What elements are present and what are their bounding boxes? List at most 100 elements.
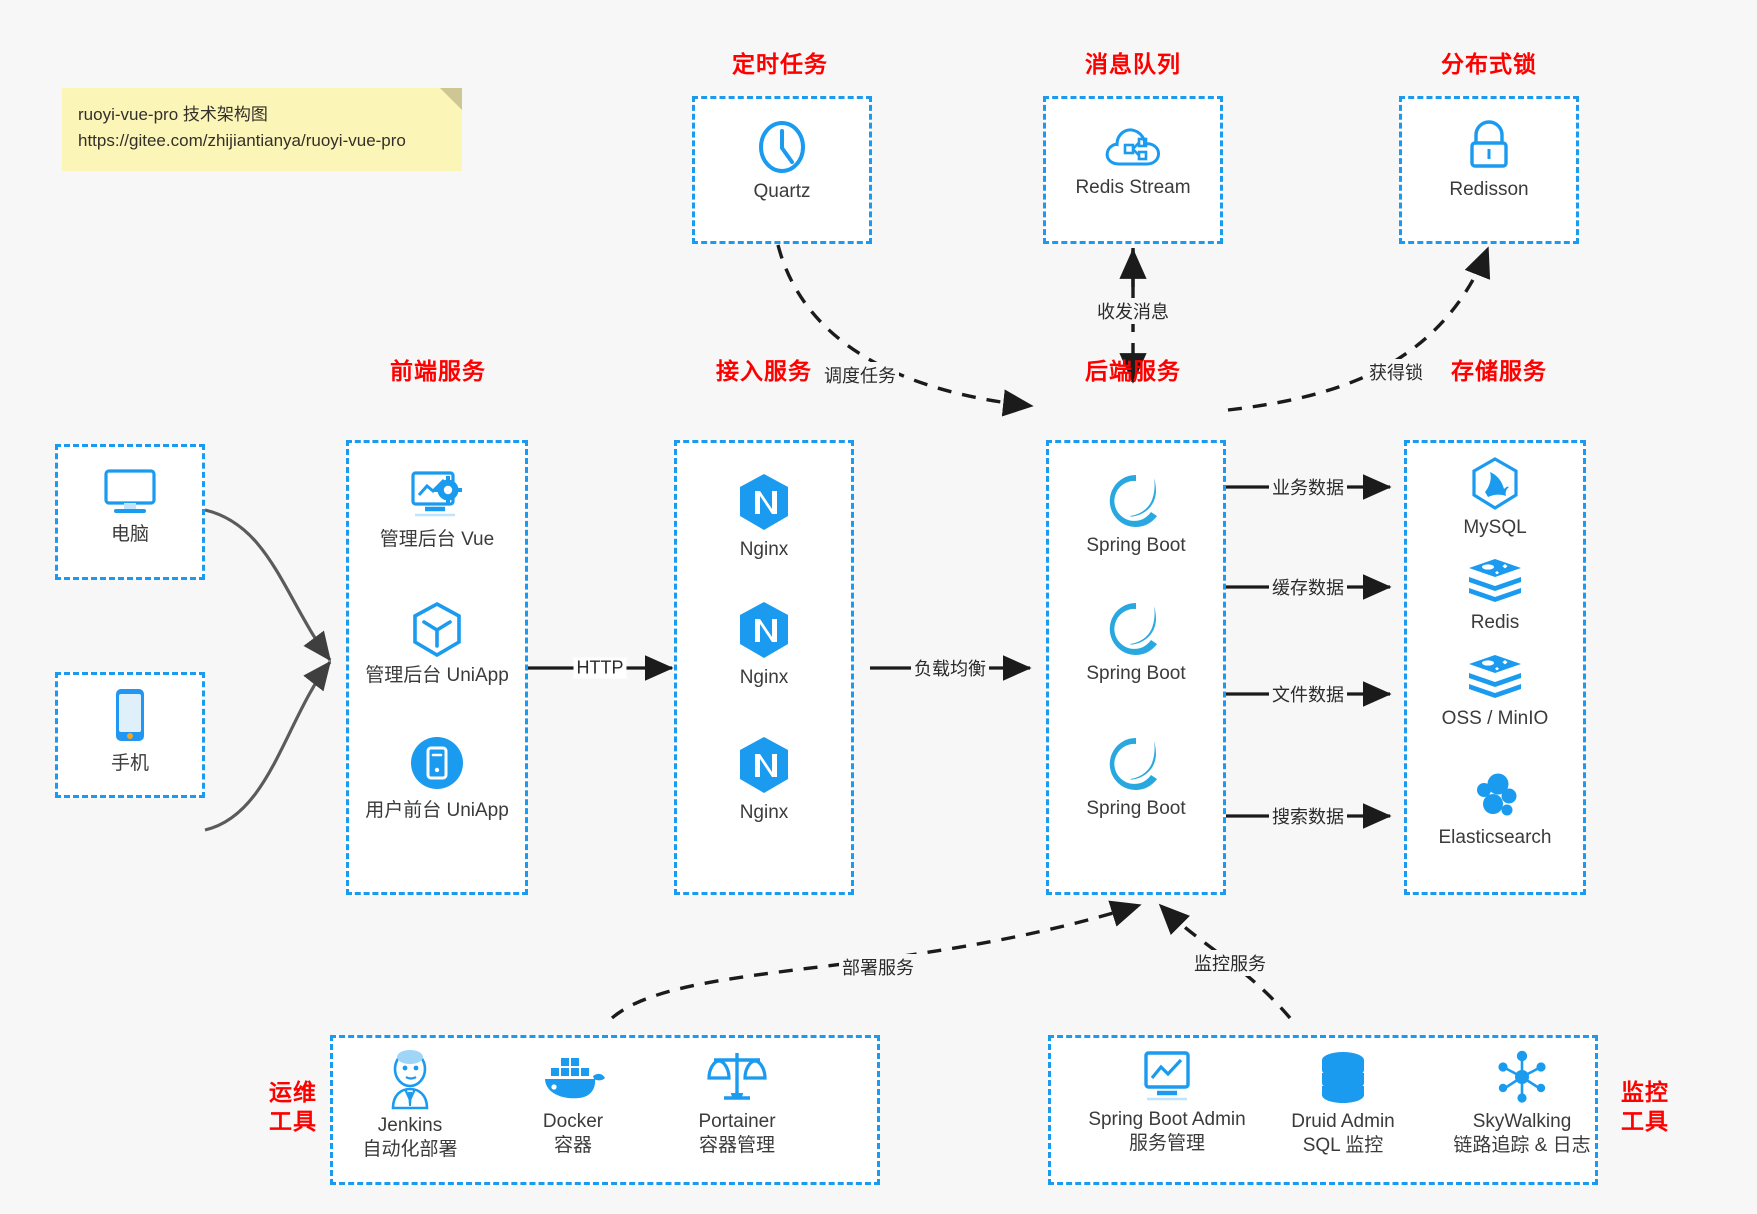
node-spring-boot-2[interactable]: Spring Boot xyxy=(1061,600,1211,686)
node-label: Jenkins xyxy=(377,1115,443,1136)
node-redis[interactable]: Redis xyxy=(1420,555,1570,635)
lock-icon xyxy=(1470,120,1508,168)
node-label: Spring Boot xyxy=(1086,535,1186,556)
group-title-devops: 运维 工具 xyxy=(258,1078,328,1136)
node-nginx-2[interactable]: Nginx xyxy=(689,600,839,690)
node-jenkins[interactable]: Jenkins 自动化部署 xyxy=(335,1048,485,1163)
node-spring-boot-1[interactable]: Spring Boot xyxy=(1061,472,1211,558)
jenkins-butler-icon xyxy=(391,1050,429,1110)
monitor-chart-icon xyxy=(1144,1051,1190,1101)
node-user-uniapp[interactable]: 用户前台 UniApp xyxy=(362,735,512,823)
group-title-devops-line2: 工具 xyxy=(269,1107,317,1134)
nginx-icon xyxy=(740,474,788,530)
node-nginx-3[interactable]: Nginx xyxy=(689,735,839,825)
node-label: Redisson xyxy=(1449,179,1529,200)
group-title-mq: 消息队列 xyxy=(1085,51,1181,77)
edge-label-file-data: 文件数据 xyxy=(1269,681,1347,707)
spring-leaf-icon xyxy=(1109,474,1157,527)
note-line-url: https://gitee.com/zhijiantianya/ruoyi-vu… xyxy=(78,131,406,151)
group-monitoring xyxy=(1048,1035,1598,1185)
node-redisson[interactable]: Redisson xyxy=(1414,118,1564,202)
node-sublabel: SQL 监控 xyxy=(1302,1135,1384,1157)
group-mq xyxy=(1043,96,1223,244)
spring-leaf-icon xyxy=(1109,737,1157,790)
node-redis-stream[interactable]: Redis Stream xyxy=(1058,120,1208,200)
edge-label-send-receive-message: 收发消息 xyxy=(1094,298,1172,324)
group-title-backend: 后端服务 xyxy=(1085,358,1181,384)
redis-stack-icon xyxy=(1469,655,1521,698)
group-scheduler xyxy=(692,96,872,244)
elasticsearch-icon xyxy=(1477,773,1517,816)
node-skywalking[interactable]: SkyWalking 链路追踪 & 日志 xyxy=(1432,1048,1612,1159)
node-label: Druid Admin xyxy=(1291,1111,1395,1132)
node-label: Redis Stream xyxy=(1075,177,1191,198)
monitor-icon xyxy=(104,469,156,513)
node-label: Nginx xyxy=(739,802,789,823)
node-label: MySQL xyxy=(1463,517,1527,538)
node-mysql[interactable]: MySQL xyxy=(1420,456,1570,540)
node-label: Nginx xyxy=(739,667,789,688)
nginx-icon xyxy=(740,602,788,658)
note-fold-corner xyxy=(440,88,462,110)
node-nginx-1[interactable]: Nginx xyxy=(689,472,839,562)
group-title-storage: 存储服务 xyxy=(1451,358,1547,384)
node-label: Elasticsearch xyxy=(1438,827,1552,848)
node-label: SkyWalking xyxy=(1472,1111,1572,1132)
node-label: Docker xyxy=(542,1111,604,1132)
node-docker[interactable]: Docker 容器 xyxy=(498,1052,648,1159)
group-title-monitoring-line2: 工具 xyxy=(1621,1107,1669,1134)
node-sublabel: 链路追踪 & 日志 xyxy=(1453,1135,1591,1157)
node-portainer[interactable]: Portainer 容器管理 xyxy=(662,1048,812,1159)
edge-label-cache-data: 缓存数据 xyxy=(1269,574,1347,600)
node-label: 手机 xyxy=(110,753,149,774)
node-label: OSS / MinIO xyxy=(1441,708,1549,729)
phone-icon xyxy=(116,689,144,741)
node-desktop[interactable]: 电脑 xyxy=(55,465,205,547)
group-lock xyxy=(1399,96,1579,244)
scales-icon xyxy=(707,1053,767,1100)
node-label: 电脑 xyxy=(110,524,149,545)
node-elasticsearch[interactable]: Elasticsearch xyxy=(1420,770,1570,850)
nginx-icon xyxy=(740,737,788,793)
node-druid-admin[interactable]: Druid Admin SQL 监控 xyxy=(1258,1048,1428,1159)
node-label: 管理后台 Vue xyxy=(379,529,495,550)
group-title-gateway: 接入服务 xyxy=(716,358,812,384)
node-label: Nginx xyxy=(739,539,789,560)
clock-icon xyxy=(759,121,805,173)
node-quartz[interactable]: Quartz xyxy=(707,118,857,204)
cloud-node-icon xyxy=(1105,128,1160,166)
skywalking-icon xyxy=(1498,1050,1546,1103)
edge-label-acquire-lock: 获得锁 xyxy=(1366,359,1426,385)
edge-label-deploy-service: 部署服务 xyxy=(839,954,917,980)
node-spring-boot-admin[interactable]: Spring Boot Admin 服务管理 xyxy=(1072,1048,1262,1157)
node-admin-uniapp[interactable]: 管理后台 UniApp xyxy=(362,600,512,688)
node-mobile[interactable]: 手机 xyxy=(55,686,205,776)
group-title-frontend: 前端服务 xyxy=(390,358,486,384)
node-sublabel: 容器 xyxy=(553,1135,592,1157)
edge-label-business-data: 业务数据 xyxy=(1269,474,1347,500)
edge-label-schedule-task: 调度任务 xyxy=(821,362,899,388)
note-line-title: ruoyi-vue-pro 技术架构图 xyxy=(78,105,268,124)
edge-label-search-data: 搜索数据 xyxy=(1269,803,1347,829)
node-spring-boot-3[interactable]: Spring Boot xyxy=(1061,735,1211,821)
mobile-circle-icon xyxy=(411,737,463,789)
group-title-monitoring: 监控 工具 xyxy=(1610,1078,1680,1136)
node-sublabel: 服务管理 xyxy=(1128,1133,1205,1155)
node-label: 用户前台 UniApp xyxy=(365,800,509,821)
node-sublabel: 自动化部署 xyxy=(362,1139,458,1161)
mysql-dolphin-icon xyxy=(1472,457,1518,510)
redis-stack-icon xyxy=(1469,559,1521,602)
dashboard-gear-icon xyxy=(411,471,462,517)
node-sublabel: 容器管理 xyxy=(698,1135,775,1157)
node-label: Portainer xyxy=(698,1111,776,1132)
hexagon-uniapp-icon xyxy=(413,601,461,658)
sticky-note: ruoyi-vue-pro 技术架构图 https://gitee.com/zh… xyxy=(62,88,462,171)
docker-whale-icon xyxy=(545,1058,605,1099)
group-title-scheduler: 定时任务 xyxy=(732,51,828,77)
node-oss-minio[interactable]: OSS / MinIO xyxy=(1420,651,1570,731)
group-title-monitoring-line1: 监控 xyxy=(1621,1079,1669,1105)
node-label: 管理后台 UniApp xyxy=(365,665,509,686)
node-admin-vue[interactable]: 管理后台 Vue xyxy=(362,468,512,552)
node-label: Spring Boot xyxy=(1086,663,1186,684)
